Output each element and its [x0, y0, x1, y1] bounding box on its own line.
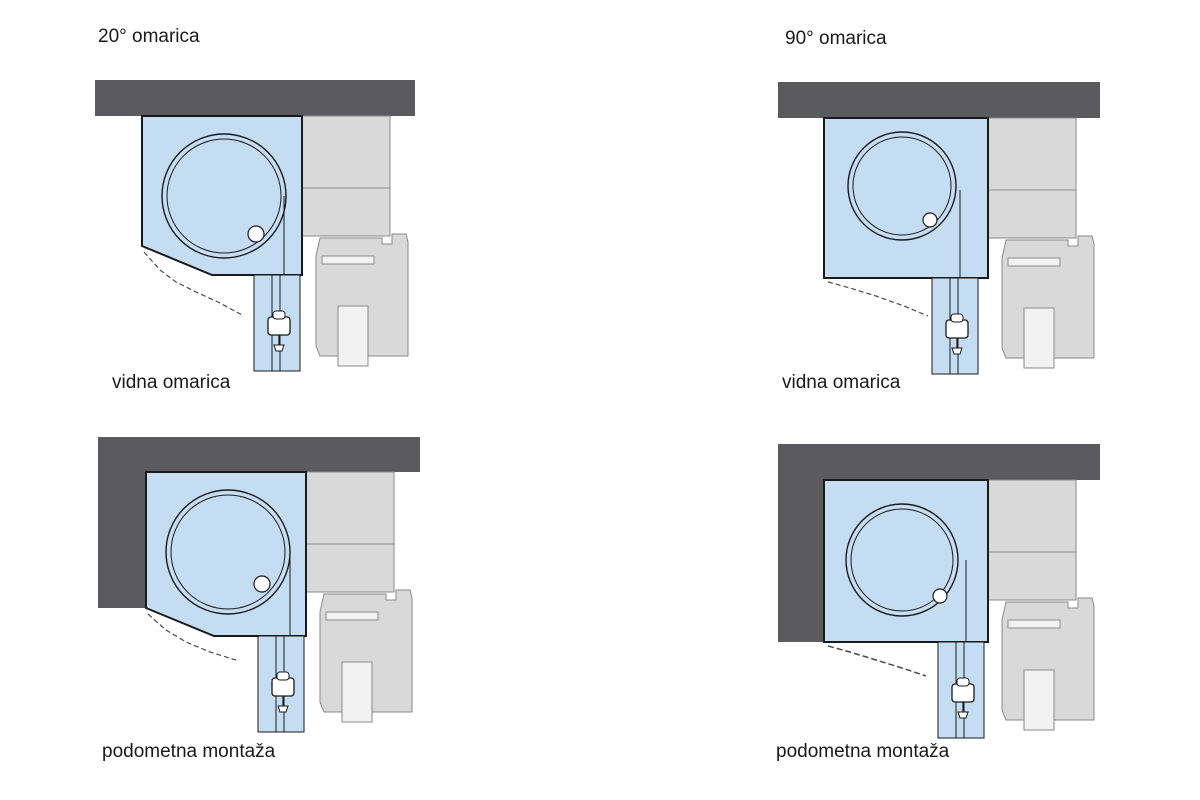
shutter-box [145, 471, 307, 637]
diagram-top-left [95, 80, 415, 372]
shutter-box [141, 115, 303, 276]
caption-flush-mount-left: podometna montaža [102, 741, 276, 762]
header-90-degree-box: 90° omarica [785, 28, 887, 49]
diagram-bottom-right [778, 444, 1100, 739]
lintel-wall [778, 82, 1100, 118]
shutter-box [823, 117, 989, 279]
caption-visible-box-left: vidna omarica [112, 372, 231, 393]
lintel-wall [95, 80, 415, 116]
caption-flush-mount-right: podometna montaža [776, 741, 950, 762]
caption-visible-box-right: vidna omarica [782, 372, 901, 393]
header-20-degree-box: 20° omarica [98, 26, 200, 47]
lintel-wall [778, 444, 1100, 642]
diagram-bottom-left [98, 437, 420, 733]
diagram-top-right [778, 82, 1100, 375]
